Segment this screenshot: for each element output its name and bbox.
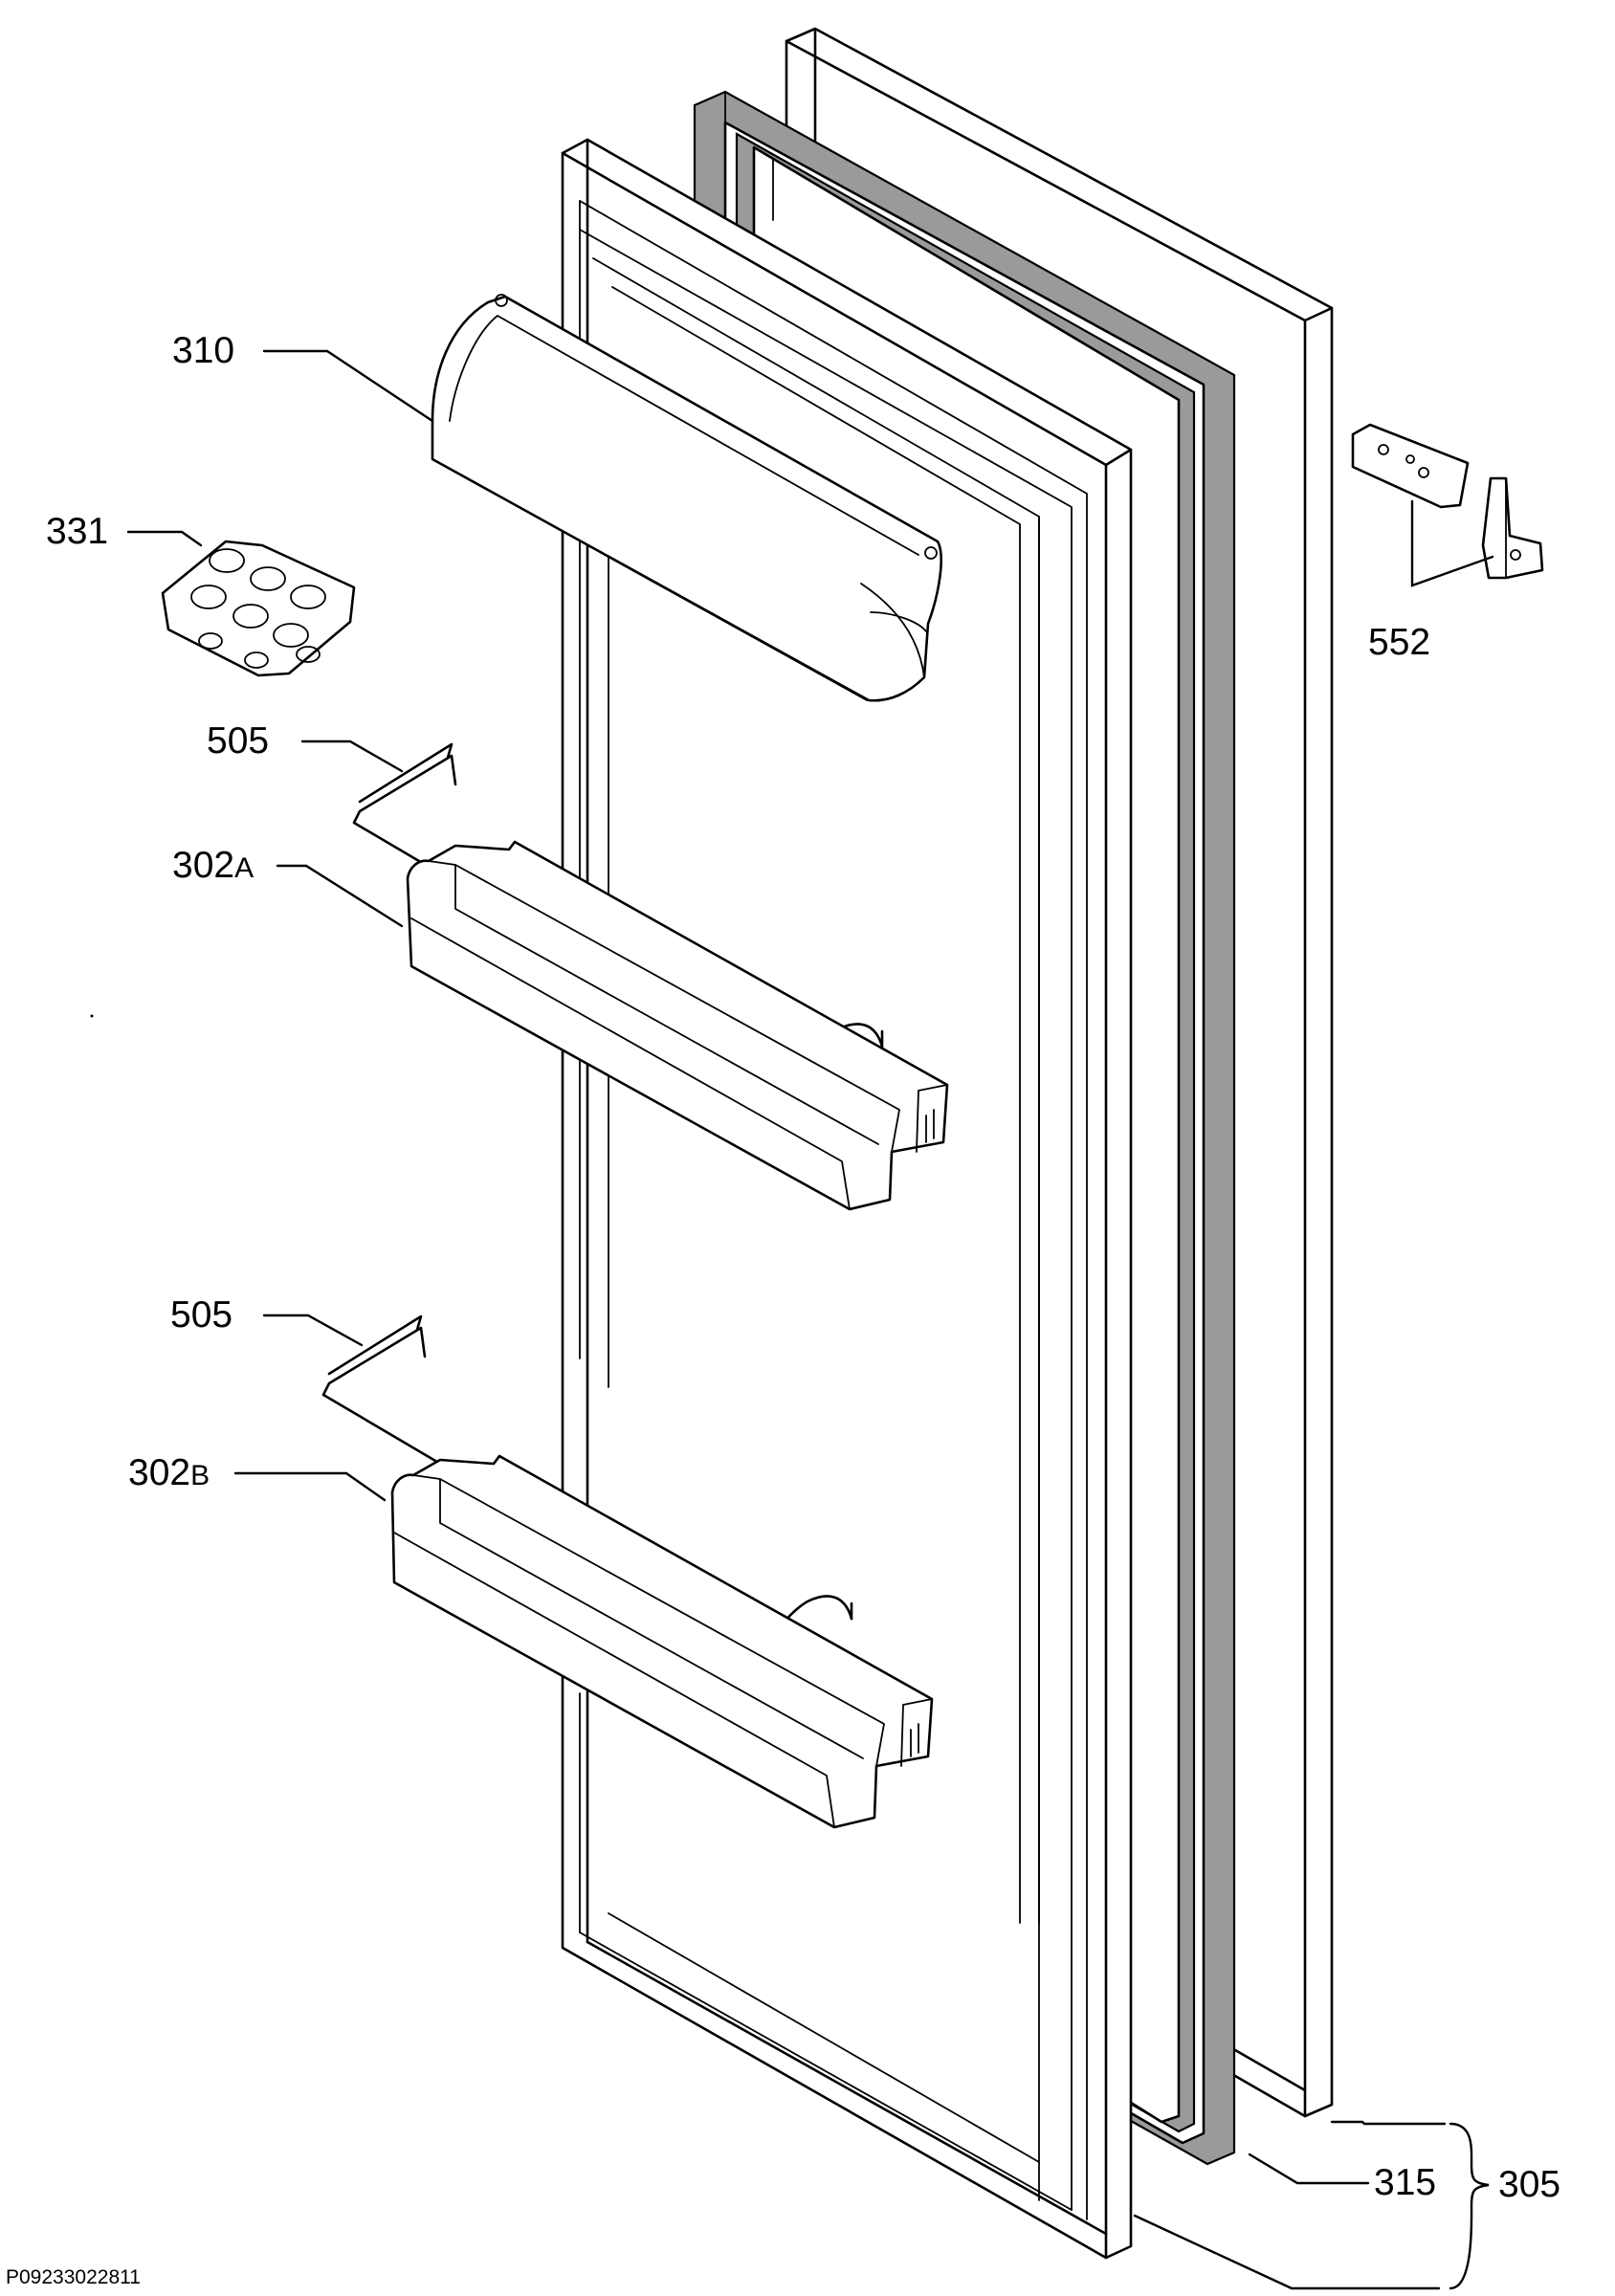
label-505-upper: 505: [207, 720, 270, 762]
label-505-lower: 505: [170, 1294, 233, 1336]
part-331-egg-tray: [161, 540, 356, 677]
label-302a: 302A: [172, 845, 254, 886]
document-id: P09233022811: [6, 2266, 141, 2288]
part-302a-door-bin: [406, 840, 949, 1211]
part-302b-door-bin: [390, 1454, 934, 1829]
stray-dot: [90, 1014, 94, 1018]
leader-lines: [126, 349, 1494, 2290]
label-315: 315: [1374, 2162, 1437, 2203]
label-331: 331: [46, 511, 109, 552]
part-310-dairy-cover: [431, 294, 942, 702]
part-552-hinge-brackets: [1351, 423, 1544, 580]
label-552: 552: [1368, 622, 1431, 663]
label-302b: 302B: [128, 1452, 210, 1493]
label-305: 305: [1498, 2164, 1561, 2205]
label-310: 310: [172, 330, 235, 371]
